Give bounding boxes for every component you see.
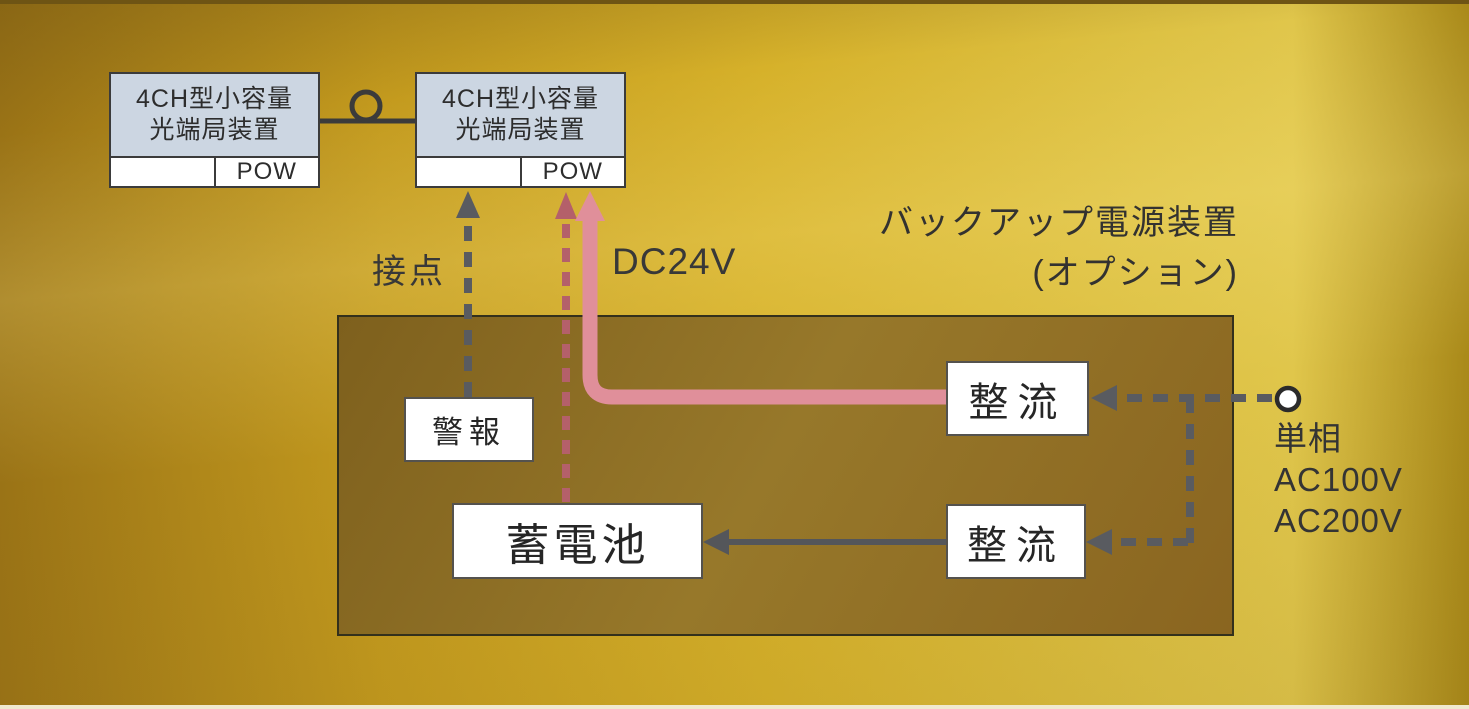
ac100v-label: AC100V	[1274, 461, 1403, 498]
device-label: 4CH型小容量 光端局装置	[415, 72, 626, 158]
backup-power-panel	[337, 315, 1234, 636]
phase-label: 単相	[1274, 420, 1342, 457]
contact-signal-label: 接点	[372, 253, 446, 291]
top-edge-strip	[0, 0, 1469, 4]
indicator-cell-blank	[111, 158, 214, 186]
dc24v-label: DC24V	[612, 241, 737, 282]
optical-terminal-device-left: 4CH型小容量 光端局装置 POW	[109, 72, 320, 188]
indicator-cell-blank	[417, 158, 520, 186]
backup-title-line: バックアップ電源装置	[879, 204, 1239, 242]
backup-subtitle-line: (オプション)	[1032, 254, 1239, 292]
backup-power-title: バックアップ電源装置 (オプション)	[879, 198, 1239, 298]
indicator-cell-pow: POW	[213, 158, 319, 186]
device-name-line2: 光端局装置	[455, 116, 586, 144]
device-label: 4CH型小容量 光端局装置	[109, 72, 320, 158]
dc24v-arrowhead-icon	[575, 191, 605, 221]
device-indicator-strip: POW	[109, 156, 320, 188]
ac-input-label: 単相 AC100V AC200V	[1274, 418, 1403, 541]
fiber-loop-icon	[349, 89, 383, 123]
contact-arrowhead-icon	[456, 191, 480, 218]
device-indicator-strip: POW	[415, 156, 626, 188]
device-name-line2: 光端局装置	[149, 116, 280, 144]
device-name-line1: 4CH型小容量	[135, 85, 293, 113]
battery-backup-arrowhead-icon	[555, 192, 577, 219]
ac-source-terminal-icon	[1274, 385, 1302, 413]
alarm-box: 警報	[404, 397, 534, 462]
device-name-line1: 4CH型小容量	[441, 85, 599, 113]
rectifier-top-box: 整流	[946, 361, 1089, 436]
bottom-edge-strip	[0, 705, 1469, 709]
battery-box: 蓄電池	[452, 503, 703, 579]
rectifier-bottom-box: 整流	[946, 504, 1086, 579]
optical-terminal-device-right: 4CH型小容量 光端局装置 POW	[415, 72, 626, 188]
ac200v-label: AC200V	[1274, 502, 1403, 539]
indicator-cell-pow: POW	[519, 158, 625, 186]
